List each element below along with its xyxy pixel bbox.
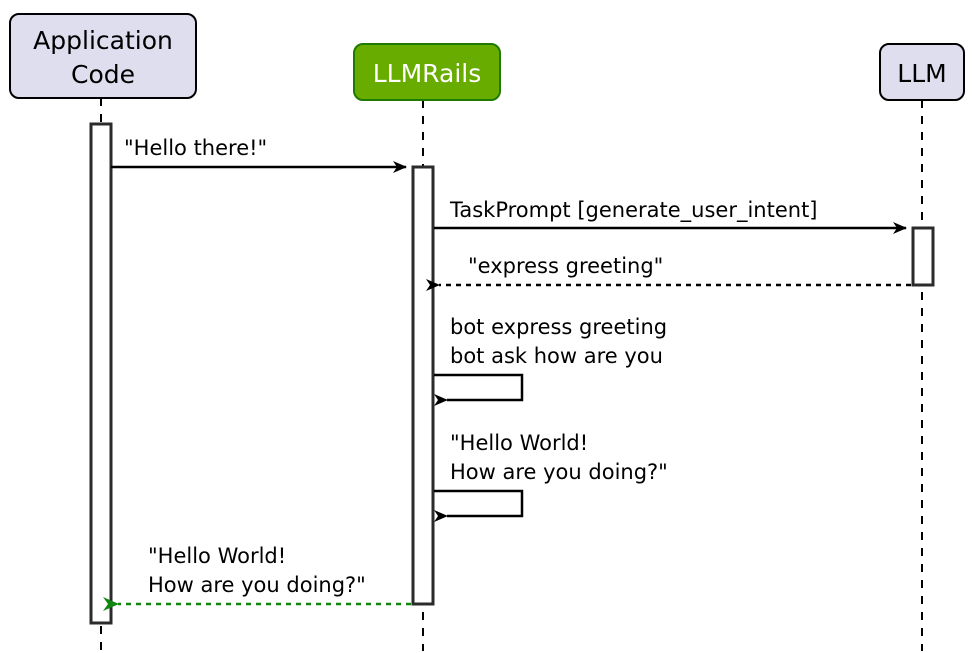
participant-box-llmrails[interactable] xyxy=(353,43,501,101)
message-arrow-self-hello-world[interactable] xyxy=(434,489,524,522)
message-label-task-prompt: TaskPrompt [generate_user_intent] xyxy=(449,198,818,223)
participant-box-llm[interactable] xyxy=(879,43,965,101)
participant-label-application-code-line2: Code xyxy=(71,60,135,89)
message-self-bot-intents[interactable]: bot express greeting bot ask how are you xyxy=(434,315,667,406)
participant-llm[interactable]: LLM xyxy=(879,43,965,101)
message-label-self-bot-intents-line2: bot ask how are you xyxy=(450,344,663,368)
message-label-final-return-line2: How are you doing?" xyxy=(148,573,366,597)
activation-bars xyxy=(89,122,935,625)
participant-label-application-code-line1: Application xyxy=(33,26,173,55)
message-arrow-self-bot-intents[interactable] xyxy=(434,373,524,406)
message-label-final-return-line1: "Hello World! xyxy=(148,544,286,568)
message-task-prompt[interactable]: TaskPrompt [generate_user_intent] xyxy=(434,198,907,234)
activation-llmrails xyxy=(411,165,435,606)
message-label-express-greeting: "express greeting" xyxy=(468,254,663,278)
activation-llm xyxy=(911,226,935,287)
participant-label-llm: LLM xyxy=(897,59,946,88)
message-hello-there[interactable]: "Hello there!" xyxy=(111,136,407,173)
message-final-return[interactable]: "Hello World! How are you doing?" xyxy=(103,544,411,611)
message-label-self-hello-world-line1: "Hello World! xyxy=(450,431,588,455)
activation-application-code xyxy=(89,122,113,625)
message-self-hello-world[interactable]: "Hello World! How are you doing?" xyxy=(434,431,668,522)
participant-label-llmrails: LLMRails xyxy=(373,59,481,88)
message-label-hello-there: "Hello there!" xyxy=(124,136,267,160)
message-express-greeting[interactable]: "express greeting" xyxy=(426,254,911,291)
participant-application-code[interactable]: Application Code xyxy=(9,13,197,99)
participant-llmrails[interactable]: LLMRails xyxy=(353,43,501,101)
message-label-self-hello-world-line2: How are you doing?" xyxy=(450,460,668,484)
participant-box-application-code[interactable] xyxy=(9,13,197,99)
message-label-self-bot-intents-line1: bot express greeting xyxy=(450,315,667,339)
